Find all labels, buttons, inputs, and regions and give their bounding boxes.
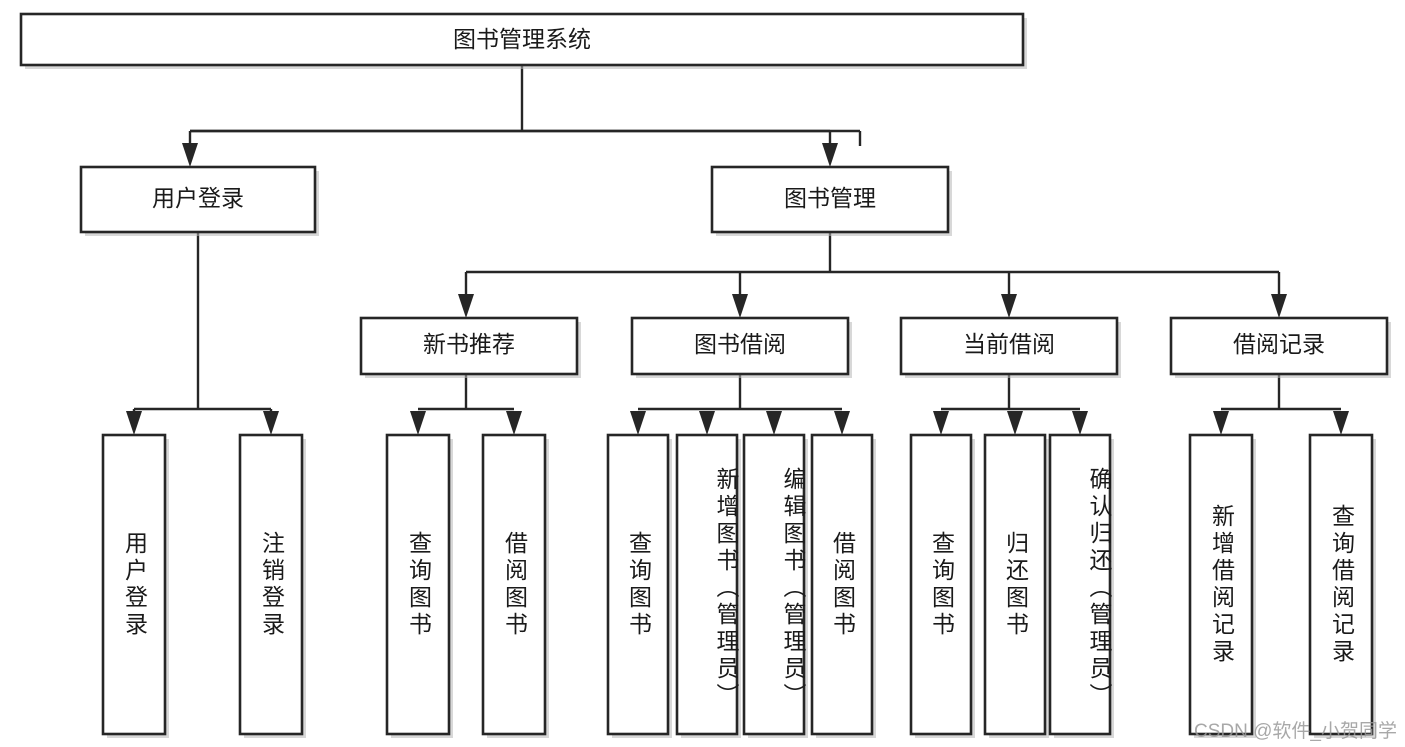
node-box-root[interactable]	[19, 12, 1025, 67]
watermark-text: CSDN @软件_小贺同学	[1194, 721, 1397, 742]
leaf-box-borrow-book-1[interactable]	[481, 433, 547, 736]
node-box-book-manage[interactable]	[710, 165, 950, 234]
leaf-box-confirm-return[interactable]	[1048, 433, 1112, 736]
arrow-to-leaf-edit-book	[766, 411, 782, 435]
node-label-new-book-rec: 新书推荐	[423, 331, 515, 357]
connector-layer	[126, 65, 1349, 435]
node-box-current-borrow[interactable]	[899, 316, 1119, 376]
node-label-book-borrow: 图书借阅	[694, 331, 786, 357]
arrow-to-leaf-return-book	[1007, 411, 1023, 435]
leaf-box-add-record[interactable]	[1188, 433, 1254, 736]
arrow-to-leaf-query-book-2	[630, 411, 646, 435]
leaf-box-query-book-3[interactable]	[909, 433, 973, 736]
arrow-to-user-login	[182, 143, 198, 167]
arrow-to-current-borrow	[1001, 294, 1017, 318]
node-label-book-manage: 图书管理	[784, 185, 876, 211]
arrow-to-leaf-query-record	[1333, 411, 1349, 435]
arrow-to-borrow-record	[1271, 294, 1287, 318]
arrow-to-new-book-rec	[458, 294, 474, 318]
leaf-box-query-record[interactable]	[1308, 433, 1374, 736]
node-box-borrow-record[interactable]	[1169, 316, 1389, 376]
arrow-to-leaf-add-record	[1213, 411, 1229, 435]
arrow-to-leaf-confirm-return	[1072, 411, 1088, 435]
leaf-box-edit-book[interactable]	[742, 433, 806, 736]
node-box-user-login[interactable]	[79, 165, 317, 234]
leaf-box-return-book[interactable]	[983, 433, 1047, 736]
arrow-to-leaf-query-book-1	[410, 411, 426, 435]
leaf-box-borrow-book-2[interactable]	[810, 433, 874, 736]
node-label-current-borrow: 当前借阅	[963, 331, 1055, 357]
node-box-new-book-rec[interactable]	[359, 316, 579, 376]
arrow-to-book-borrow	[732, 294, 748, 318]
arrow-to-leaf-borrow-book-1	[506, 411, 522, 435]
arrow-to-leaf-user-login	[126, 411, 142, 435]
node-box-book-borrow[interactable]	[630, 316, 850, 376]
leaf-box-query-book-2[interactable]	[606, 433, 670, 736]
leaf-box-query-book-1[interactable]	[385, 433, 451, 736]
node-label-user-login: 用户登录	[152, 185, 244, 211]
node-label-root: 图书管理系统	[453, 26, 591, 52]
leaf-box-add-book[interactable]	[675, 433, 739, 736]
edge-root-bus	[188, 65, 862, 146]
arrow-to-leaf-borrow-book-2	[834, 411, 850, 435]
arrow-to-book-manage	[822, 143, 838, 167]
node-label-borrow-record: 借阅记录	[1233, 331, 1325, 357]
leaf-box-user-login[interactable]	[101, 433, 167, 736]
leaf-box-logout[interactable]	[238, 433, 304, 736]
arrow-to-leaf-logout	[263, 411, 279, 435]
node-layer: 图书管理系统 用户登录 图书管理 新书推荐 图书借阅 当前借阅 借阅记录	[19, 12, 1391, 738]
arrow-to-leaf-add-book	[699, 411, 715, 435]
arrow-to-leaf-query-book-3	[933, 411, 949, 435]
